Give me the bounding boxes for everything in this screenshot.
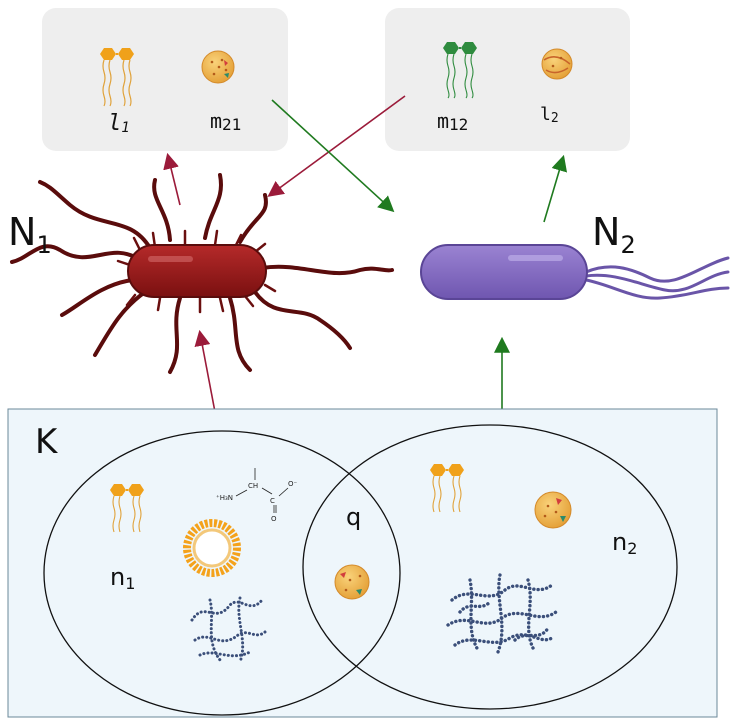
lipid-icon <box>430 464 464 513</box>
arrow-m12-to-n1 <box>267 95 406 197</box>
organism-n2 <box>420 244 730 300</box>
cell-sphere-icon <box>334 564 370 600</box>
amino-acid-icon: CH ⁺H₃N C O O⁻ <box>216 468 298 523</box>
box-left-label-2: m21 <box>210 109 241 134</box>
polymer-network-icon <box>446 573 558 654</box>
arrow-k-to-n1 <box>194 329 216 413</box>
region-n1-ellipse <box>43 430 401 716</box>
arrow-n1-to-l1 <box>163 152 181 206</box>
polymer-network-icon <box>190 596 267 664</box>
cell-sphere-icon <box>201 50 235 84</box>
svg-text:O⁻: O⁻ <box>288 480 298 488</box>
box-left-label-1: l1 <box>108 111 130 136</box>
left-products-box <box>42 8 288 151</box>
cell-sphere-icon <box>541 48 573 80</box>
organism-n2-label: N2 <box>592 210 636 259</box>
region-n2-label: n2 <box>612 528 637 558</box>
environment-label: K <box>35 422 59 462</box>
lipid-icon <box>443 42 477 99</box>
svg-text:⁺H₃N: ⁺H₃N <box>216 494 233 502</box>
environment-box <box>7 408 718 718</box>
cell-sphere-icon <box>534 491 572 529</box>
arrow-n2-to-l2 <box>543 154 568 223</box>
region-q-label: q <box>346 503 361 531</box>
organism-n1-label: N1 <box>8 210 52 259</box>
box-right-label-1: m12 <box>437 109 468 134</box>
micelle-icon <box>183 519 241 577</box>
organism-n1 <box>10 173 394 374</box>
arrow-m21-to-n2 <box>271 99 395 213</box>
box-right-label-2: l2 <box>540 104 559 126</box>
svg-text:O: O <box>271 515 277 523</box>
lipid-icon <box>110 484 144 533</box>
region-n1-label: n1 <box>110 563 135 593</box>
svg-text:C: C <box>270 497 275 505</box>
lipid-icon <box>100 48 134 107</box>
right-products-box <box>385 8 630 151</box>
region-n2-ellipse <box>302 424 678 710</box>
svg-text:CH: CH <box>248 482 258 490</box>
